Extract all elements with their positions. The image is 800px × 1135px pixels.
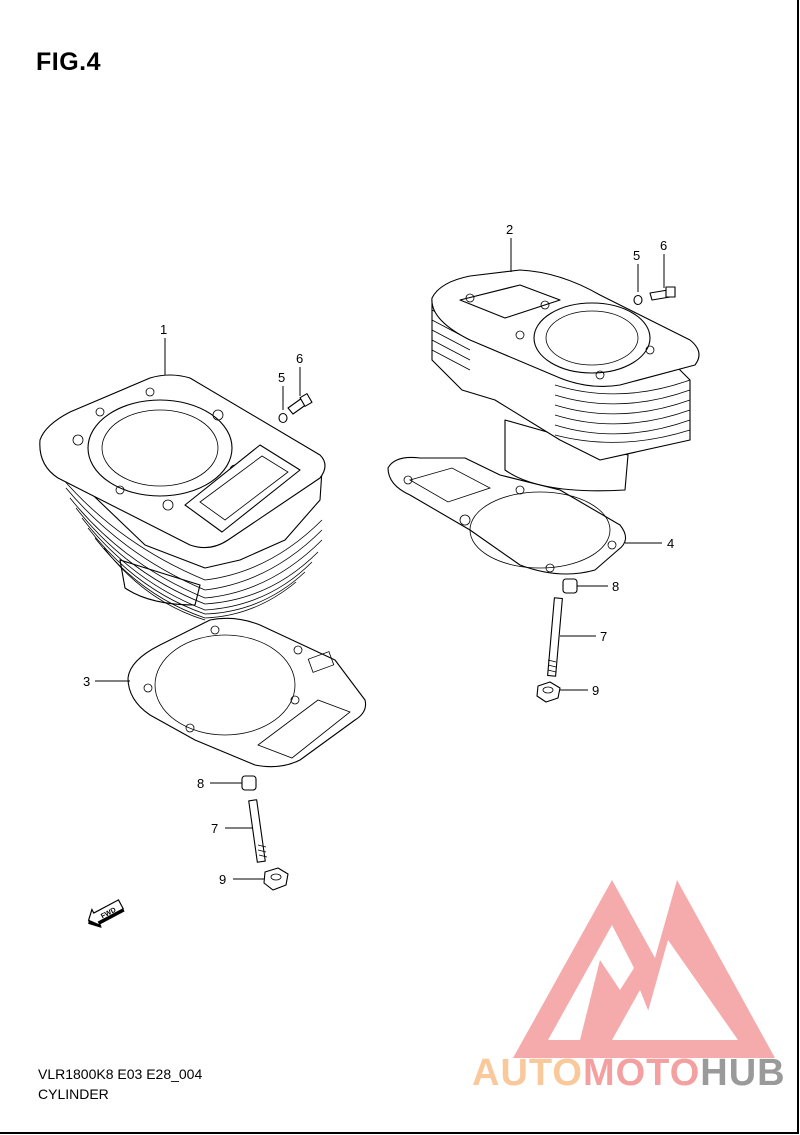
callout-9-rear: 9 bbox=[592, 683, 599, 698]
watermark-text: AUTOMOTOHUB bbox=[472, 1052, 786, 1094]
callout-2: 2 bbox=[506, 222, 513, 237]
rear-oil-fitting: 5 6 bbox=[633, 238, 676, 306]
callout-8-rear: 8 bbox=[612, 579, 619, 594]
front-cylinder: 1 bbox=[39, 322, 326, 621]
callout-8-front: 8 bbox=[197, 776, 204, 791]
callout-6-front: 6 bbox=[296, 351, 303, 366]
fwd-arrow-icon: FWD bbox=[87, 899, 125, 929]
callout-7-rear: 7 bbox=[600, 629, 607, 644]
callout-6-rear: 6 bbox=[660, 238, 667, 253]
watermark-logo-icon bbox=[513, 880, 775, 1058]
model-code: VLR1800K8 E03 E28_004 bbox=[38, 1066, 203, 1082]
rear-cylinder-gasket: 4 bbox=[387, 456, 674, 575]
callout-5-rear: 5 bbox=[633, 248, 640, 263]
front-stud-set: 8 7 9 bbox=[197, 775, 289, 891]
figure-title: FIG.4 bbox=[36, 48, 102, 76]
callout-7-front: 7 bbox=[211, 821, 218, 836]
watermark-hub: HUB bbox=[700, 1052, 785, 1094]
front-cylinder-gasket: 3 bbox=[83, 617, 367, 768]
rear-cylinder: 2 bbox=[431, 222, 700, 492]
callout-9-front: 9 bbox=[219, 872, 226, 887]
watermark-auto: AUTO bbox=[472, 1052, 583, 1094]
section-name: CYLINDER bbox=[38, 1086, 109, 1102]
rear-stud-set: 8 7 9 bbox=[536, 578, 619, 703]
front-oil-fitting: 5 6 bbox=[278, 351, 313, 424]
callout-3: 3 bbox=[83, 674, 90, 689]
watermark-moto: MOTO bbox=[583, 1052, 700, 1094]
callout-4: 4 bbox=[667, 536, 674, 551]
callout-5-front: 5 bbox=[278, 370, 285, 385]
callout-1: 1 bbox=[160, 322, 167, 337]
